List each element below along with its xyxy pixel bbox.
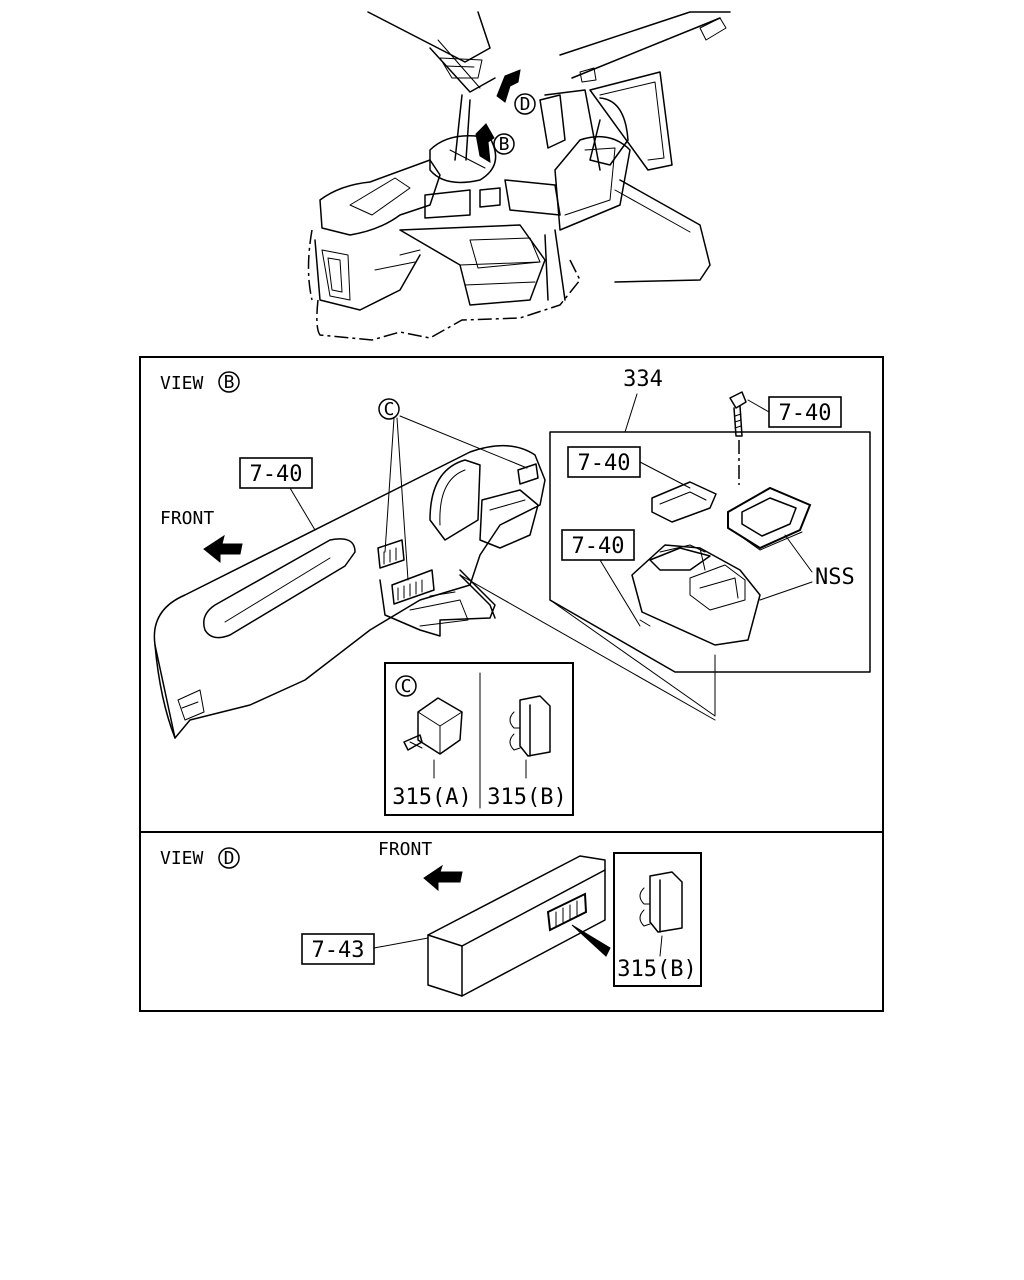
- console-location-leader: [459, 574, 716, 721]
- cab-interior-illustration: [307, 11, 731, 341]
- console-leader-line: [599, 559, 641, 627]
- dashboard-ref-box: [239, 457, 313, 489]
- view-b-pointer: B: [475, 123, 515, 163]
- overhead-ref-box: [301, 933, 375, 965]
- part-315a-label: 315(A): [392, 785, 471, 810]
- view-b-callout-circle: [493, 133, 515, 155]
- console-to-dash-leader: [549, 599, 716, 717]
- view-b-title-letter: B: [224, 372, 235, 393]
- inset-315b-box: [613, 852, 702, 987]
- part-315a-illustration: [403, 697, 463, 779]
- nss-leader-lines: [759, 534, 813, 601]
- view-d-arrow-icon: [496, 69, 521, 103]
- console-assembly-outline: [549, 431, 871, 673]
- inset-c-box: [384, 662, 574, 816]
- console-body-part: [631, 544, 761, 646]
- overhead-leader-line: [373, 937, 429, 949]
- view-b-title-circle: [218, 371, 240, 393]
- dashboard-assembly: [153, 444, 546, 739]
- view-b-title: VIEW B: [160, 371, 240, 394]
- bolt-part: [729, 391, 747, 485]
- overhead-ref-label: 7-43: [312, 938, 365, 963]
- view-d-callout-letter: D: [520, 94, 531, 115]
- callout-c-circle: [378, 398, 400, 420]
- lid-part: [651, 481, 717, 523]
- front-label-view-b: FRONT: [160, 508, 214, 529]
- view-d-pointer: D: [496, 69, 536, 115]
- part-315b-illustration: [509, 695, 551, 779]
- console-ref-box: [561, 529, 635, 561]
- bolt-ref-label: 7-40: [779, 401, 832, 426]
- view-d-title-circle: [218, 847, 240, 869]
- assembly-number: 334: [623, 367, 663, 392]
- lid-ref-box: [567, 446, 641, 478]
- part-315b-label: 315(B): [487, 785, 566, 810]
- overhead-console-part: [427, 855, 611, 997]
- lid-ref-label: 7-40: [578, 451, 631, 476]
- assembly-leader-line: [624, 393, 638, 433]
- view-b-panel: [139, 356, 884, 833]
- bolt-leader-line: [747, 399, 770, 413]
- bezel-part: [727, 486, 812, 551]
- view-d-title: VIEW D: [160, 847, 240, 869]
- part-315b-view-d-illustration: [639, 871, 683, 957]
- view-b-arrow-icon: [475, 123, 495, 163]
- front-arrow-view-d-icon: [423, 864, 463, 892]
- view-d-callout-circle: [514, 93, 536, 115]
- view-d-panel: [139, 831, 884, 1012]
- dashboard-leader-line: [289, 487, 316, 531]
- part-315b-view-d-label: 315(B): [617, 957, 696, 982]
- callout-c-leaders: [384, 415, 528, 581]
- front-arrow-icon: [203, 534, 243, 564]
- view-b-callout-letter: B: [499, 134, 510, 155]
- callout-c-letter: C: [384, 399, 395, 420]
- dashboard-ref-label: 7-40: [250, 462, 303, 487]
- inset-c-letter: C: [401, 676, 412, 697]
- lid-leader-line: [639, 461, 691, 489]
- view-d-prefix: VIEW: [160, 848, 204, 869]
- console-ref-label: 7-40: [572, 534, 625, 559]
- view-d-title-letter: D: [224, 848, 235, 869]
- front-label-view-d: FRONT: [378, 839, 432, 860]
- inset-c-circle: [395, 675, 417, 697]
- nss-label: NSS: [815, 565, 855, 590]
- view-b-prefix: VIEW: [160, 373, 204, 394]
